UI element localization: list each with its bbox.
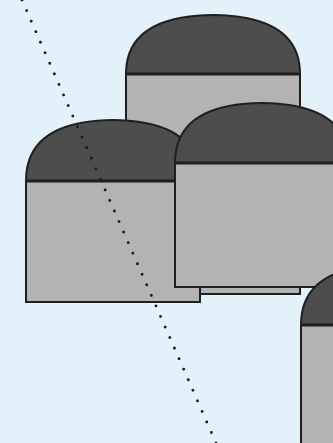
path-dot	[104, 188, 107, 191]
path-dot	[150, 294, 153, 297]
path-dot	[210, 431, 213, 434]
path-dot	[58, 83, 61, 86]
path-dot	[25, 9, 28, 12]
path-dot	[196, 399, 199, 402]
path-dot	[76, 125, 79, 128]
path-dot	[48, 62, 51, 65]
path-dot	[182, 368, 185, 371]
path-dot	[173, 347, 176, 350]
tank-bottom-right	[301, 265, 333, 443]
path-dot	[178, 357, 181, 360]
tank-left-body	[26, 181, 200, 302]
path-dot	[81, 136, 84, 139]
path-dot	[118, 220, 121, 223]
path-dot	[108, 199, 111, 202]
path-dot	[122, 231, 125, 234]
path-dot	[131, 252, 134, 255]
path-dot	[90, 157, 93, 160]
tank-front-body	[175, 163, 333, 287]
path-dot	[168, 336, 171, 339]
path-dot	[67, 104, 70, 107]
path-dot	[159, 315, 162, 318]
path-dot	[155, 304, 158, 307]
path-dot	[95, 167, 98, 170]
path-dot	[192, 389, 195, 392]
path-dot	[164, 326, 167, 329]
tank-back-cap	[126, 15, 300, 74]
path-dot	[113, 210, 116, 213]
path-dot	[53, 72, 56, 75]
path-dot	[62, 94, 65, 97]
path-dot	[99, 178, 102, 181]
path-dot	[30, 20, 33, 23]
path-dot	[44, 51, 47, 54]
path-dot	[85, 146, 88, 149]
path-dot	[71, 115, 74, 118]
tank-bottom-right-body	[301, 325, 333, 443]
path-dot	[39, 41, 42, 44]
path-dot	[21, 0, 24, 1]
tank-front	[175, 103, 333, 287]
path-dot	[136, 262, 139, 265]
path-dot	[201, 410, 204, 413]
path-dot	[145, 283, 148, 286]
path-dot	[127, 241, 130, 244]
path-dot	[187, 378, 190, 381]
path-dot	[141, 273, 144, 276]
path-dot	[34, 30, 37, 33]
path-dot	[205, 421, 208, 424]
